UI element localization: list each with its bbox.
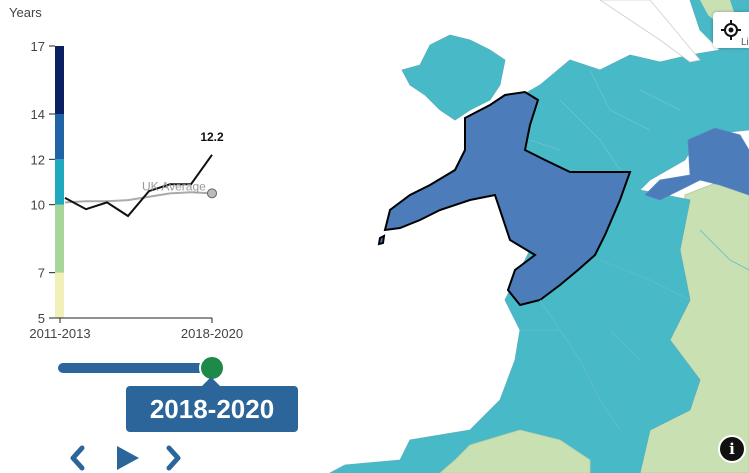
color-band-1 [55, 204, 64, 273]
map-place-label: Liverp [741, 37, 749, 48]
end-value-label: 12.2 [200, 130, 224, 144]
color-band-0 [55, 272, 64, 318]
y-tick-label: 14 [31, 107, 45, 122]
uk-average-label: UK Average [142, 180, 206, 194]
chevron-left-icon[interactable] [63, 443, 93, 473]
selected-year-label: 2018-2020 [126, 377, 298, 432]
color-band-2 [55, 159, 64, 205]
area-series-line [64, 154, 213, 218]
chevron-right-icon[interactable] [158, 443, 188, 473]
color-band-4 [55, 46, 64, 114]
map-region-high-east[interactable] [644, 127, 749, 201]
y-tick-label: 17 [31, 39, 45, 54]
x-tick-label: 2018-2020 [181, 326, 243, 341]
y-tick-label: 5 [38, 311, 45, 326]
map-region-green-south[interactable] [439, 429, 591, 473]
uk-average-end-point [207, 188, 217, 199]
locate-button[interactable]: Liverp [713, 12, 749, 48]
y-axis-unit-label: Years [9, 5, 42, 20]
trend-chart: 5 7 10 12 14 17 2011-2013 2018-2020 UK Average… [29, 39, 243, 341]
crosshair-icon [721, 20, 741, 40]
info-button[interactable]: i [718, 435, 746, 463]
map-region-anglesey[interactable] [401, 34, 506, 121]
info-icon: i [729, 440, 735, 458]
y-tick-label: 10 [31, 198, 45, 213]
uk-average-series-line [64, 191, 213, 204]
color-band-3 [55, 114, 64, 160]
play-icon[interactable] [112, 443, 142, 473]
y-tick-label: 7 [38, 266, 45, 281]
y-tick-label: 12 [31, 152, 45, 167]
map-region-selected[interactable] [383, 90, 632, 307]
year-slider-track[interactable] [58, 363, 214, 373]
x-tick-label: 2011-2013 [29, 326, 90, 341]
